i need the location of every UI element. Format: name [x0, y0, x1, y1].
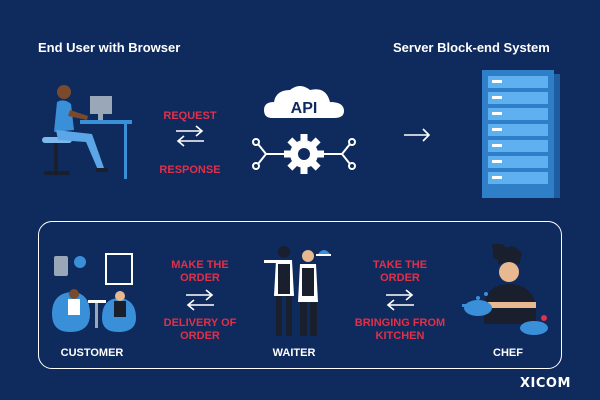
bringing-from-kitchen-label: BRINGING FROM KITCHEN: [354, 317, 446, 342]
chef-illustration: [458, 244, 554, 340]
end-user-title: End User with Browser: [38, 40, 181, 55]
api-label: API: [290, 100, 318, 117]
take-order-label: TAKE THE ORDER: [372, 259, 428, 284]
brand-logo: XICOM: [520, 376, 571, 391]
restaurant-analogy-panel: [38, 221, 562, 369]
exchange-arrows-icon: [174, 125, 206, 147]
user-at-computer-illustration: [40, 82, 135, 182]
delivery-label: DELIVERY OF ORDER: [163, 317, 237, 342]
make-order-label: MAKE THE ORDER: [171, 259, 229, 284]
server-system-title: Server Block-end System: [393, 40, 550, 55]
kitchen-exchange-arrows-icon: [384, 289, 416, 311]
api-cloud-icon: [248, 78, 360, 192]
customer-illustration: [50, 252, 142, 340]
order-exchange-arrows-icon: [184, 289, 216, 311]
customer-label: CUSTOMER: [60, 347, 124, 359]
right-arrow-icon: [403, 128, 431, 142]
waiter-label: WAITER: [272, 347, 316, 359]
chef-label: CHEF: [493, 347, 523, 359]
waiter-illustration: [262, 242, 332, 340]
request-label: REQUEST: [163, 110, 217, 122]
server-rack-illustration: [482, 70, 562, 200]
response-label: RESPONSE: [159, 164, 221, 176]
